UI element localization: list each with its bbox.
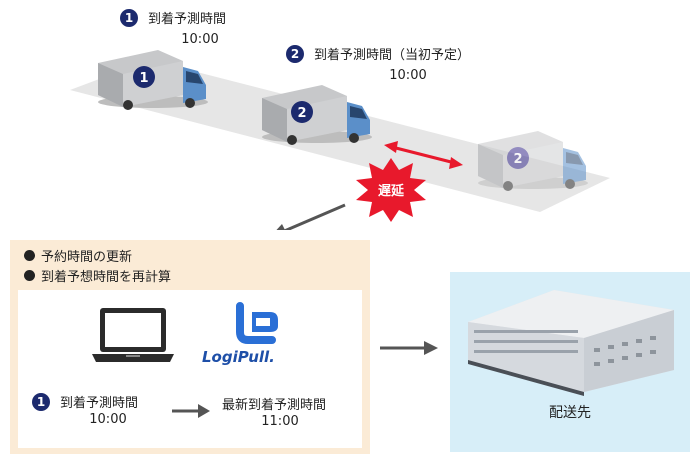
truck-3-badge: 2 — [513, 152, 522, 167]
system-inner: LogiPull. 1 到着予測時間 10:00 最新到着予測時間 11:00 — [18, 290, 362, 448]
bullet-2-text: 到着予想時間を再計算 — [41, 270, 172, 285]
label-1-time: 10:00 — [181, 32, 219, 47]
truck-1-badge: 1 — [139, 71, 148, 86]
label-1: 1 到着予測時間 — [120, 8, 226, 27]
truck-2-badge: 2 — [297, 106, 306, 121]
logipull-logo-icon — [236, 302, 278, 344]
before-text: 到着予測時間 — [60, 396, 139, 411]
label-2-badge: 2 — [286, 44, 304, 63]
laptop-icon — [92, 308, 174, 362]
bullet-2: 到着予想時間を再計算 — [24, 266, 171, 285]
label-2: 2 到着予測時間（当初予定） — [286, 44, 470, 63]
truck-2: 2 — [262, 85, 372, 145]
before-time: 10:00 — [89, 412, 127, 427]
before-label: 1 到着予測時間 — [32, 392, 138, 411]
after-time: 11:00 — [261, 414, 299, 429]
bullet-1: 予約時間の更新 — [24, 246, 132, 265]
label-1-text: 到着予測時間 — [148, 12, 227, 27]
delay-double-arrow — [384, 141, 463, 169]
truck-1: 1 — [98, 50, 208, 110]
arrow-to-destination — [380, 341, 438, 355]
bullet-1-text: 予約時間の更新 — [41, 250, 133, 265]
truck-3-planned: 2 — [478, 131, 588, 191]
after-text: 最新到着予測時間 — [222, 398, 327, 413]
arrow-to-system — [276, 203, 346, 230]
warehouse-icon — [468, 290, 674, 396]
label-2-text: 到着予測時間（当初予定） — [314, 48, 471, 63]
label-2-time: 10:00 — [389, 68, 427, 83]
bullet-1-dot — [24, 250, 35, 261]
truck-3-badge-circle — [507, 147, 529, 169]
delay-text: 遅延 — [378, 183, 405, 199]
delay-burst: 遅延 — [356, 158, 426, 222]
update-arrow-icon — [172, 404, 210, 418]
label-1-badge: 1 — [120, 8, 138, 27]
before-badge: 1 — [32, 392, 50, 411]
truck-1-badge-circle — [133, 66, 155, 88]
bullet-2-dot — [24, 270, 35, 281]
truck-2-badge-circle — [291, 101, 313, 123]
system-panel: 予約時間の更新 到着予想時間を再計算 LogiPull. 1 到着予測時間 10… — [10, 240, 370, 454]
logipull-wordmark: LogiPull. — [202, 348, 275, 366]
destination-label: 配送先 — [549, 405, 591, 421]
destination-panel: 配送先 — [450, 272, 690, 452]
road-scene: 1 2 2 遅延 — [70, 50, 610, 230]
